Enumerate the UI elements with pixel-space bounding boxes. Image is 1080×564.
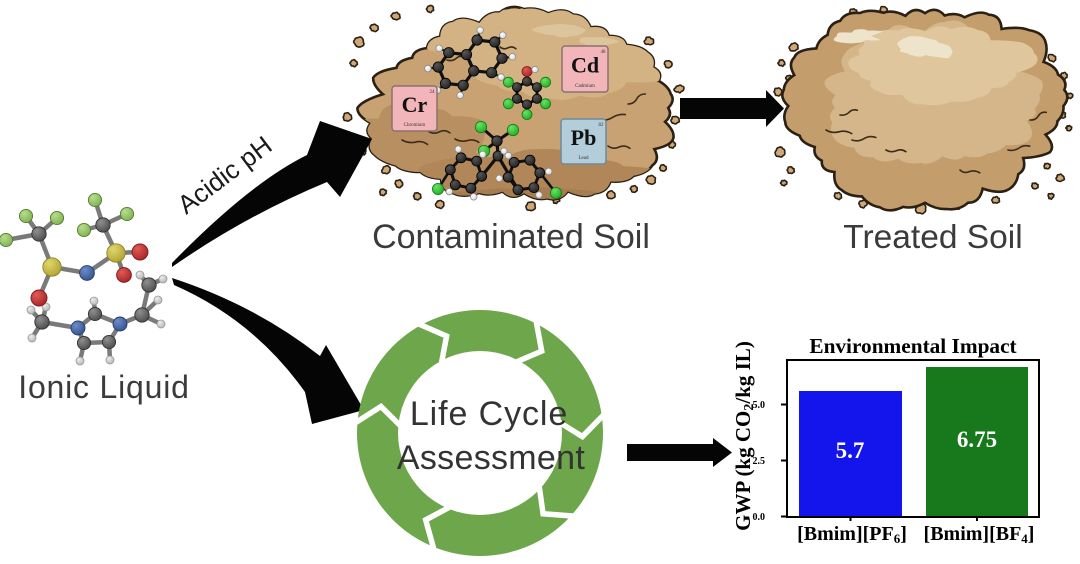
svg-text:Environmental Impact: Environmental Impact [809,334,1016,358]
svg-text:Cd: Cd [571,53,599,78]
svg-text:GWP (kg CO2/kg IL): GWP (kg CO2/kg IL) [731,341,757,531]
svg-text:82: 82 [599,123,605,128]
svg-text:5.0: 5.0 [753,400,766,411]
svg-text:Cadmium: Cadmium [575,84,595,89]
svg-text:[Bmim][PF6]: [Bmim][PF6] [797,523,907,546]
svg-text:Lead: Lead [579,156,589,161]
svg-text:Life Cycle: Life Cycle [410,395,568,433]
svg-text:Ionic Liquid: Ionic Liquid [18,369,190,405]
svg-text:[Bmim][BF4]: [Bmim][BF4] [924,523,1035,546]
svg-text:Cr: Cr [402,92,428,117]
svg-text:Assessment: Assessment [397,439,585,477]
svg-text:48: 48 [601,50,607,55]
svg-text:Contaminated Soil: Contaminated Soil [372,218,650,256]
svg-text:6.75: 6.75 [957,427,997,452]
svg-text:2.5: 2.5 [753,456,766,467]
svg-text:Pb: Pb [571,125,597,150]
svg-text:Chromium: Chromium [404,123,426,128]
svg-text:5.7: 5.7 [836,438,865,463]
svg-text:24: 24 [430,90,436,95]
svg-text:0.0: 0.0 [753,512,766,523]
svg-text:Treated Soil: Treated Soil [843,219,1022,256]
